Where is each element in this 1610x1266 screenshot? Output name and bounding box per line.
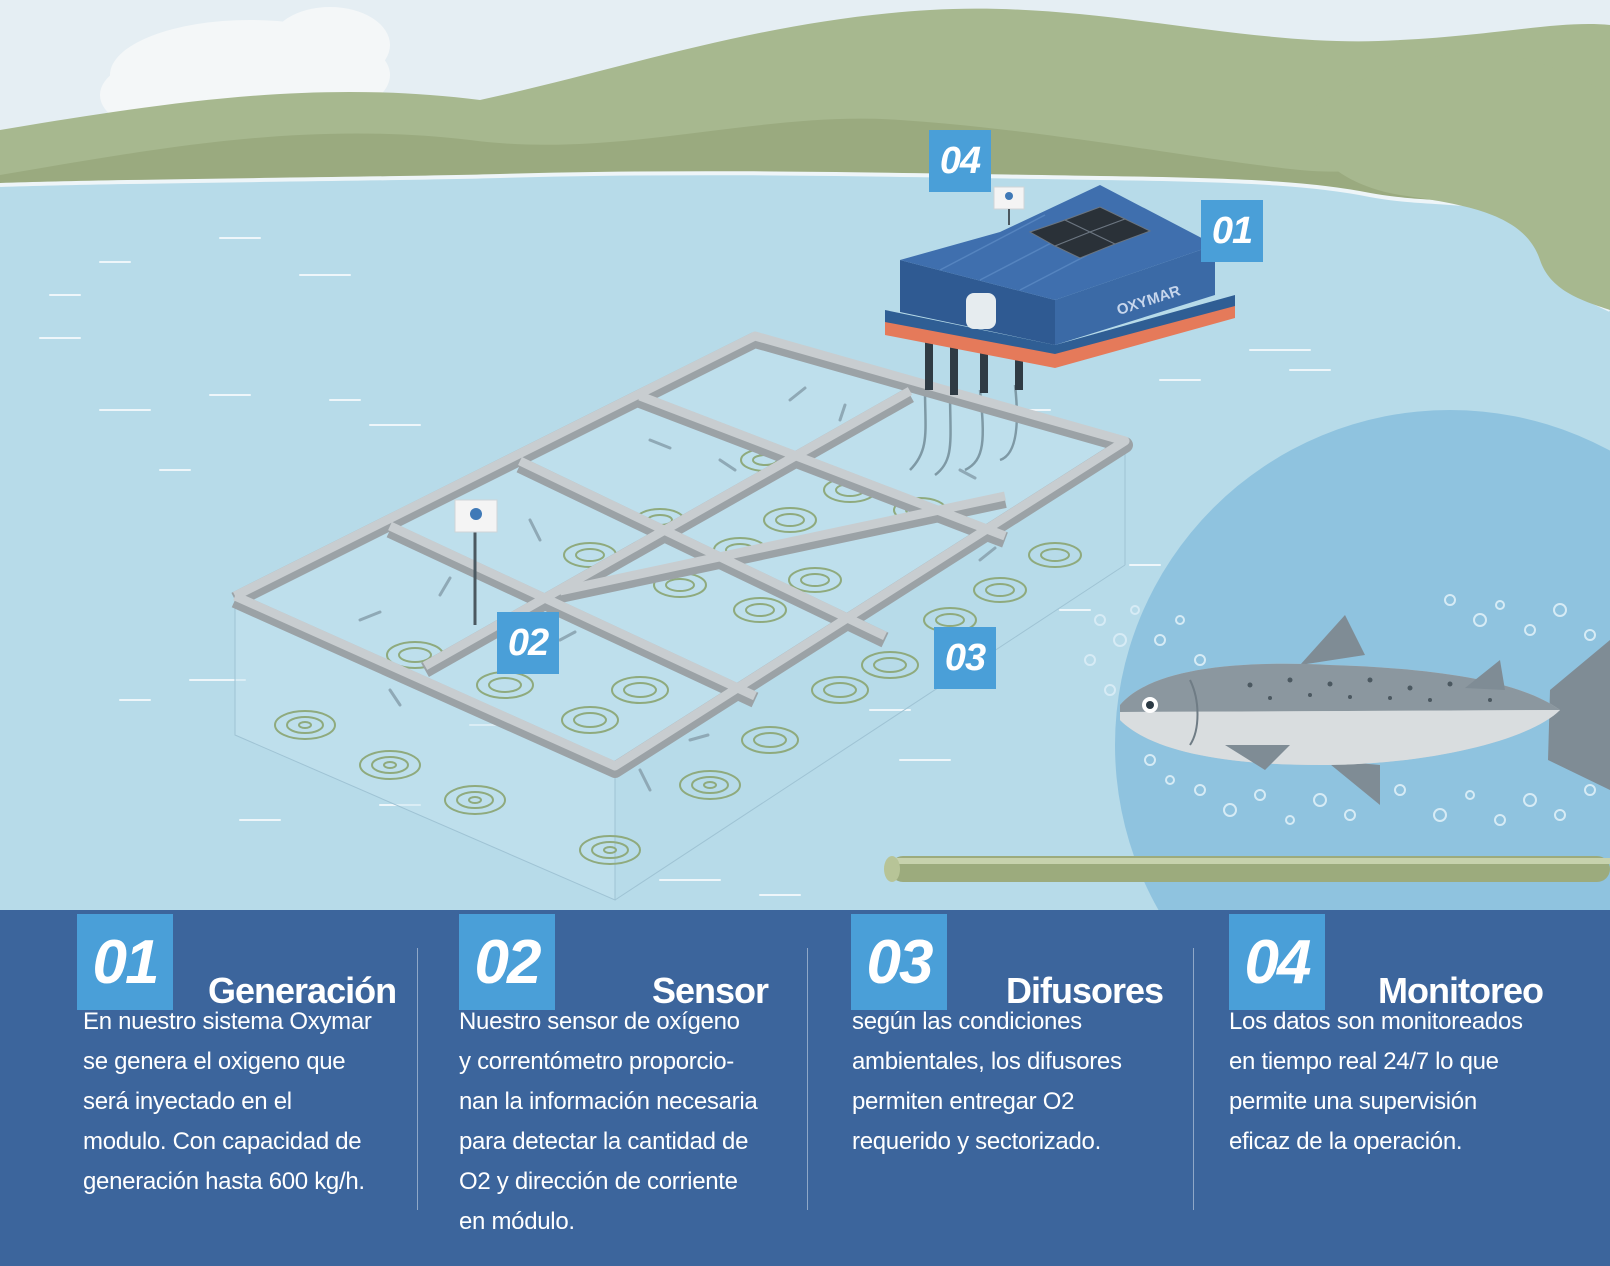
solar-panels bbox=[1028, 206, 1152, 259]
step-description: En nuestro sistema Oxymar se genera el o… bbox=[83, 1008, 372, 1195]
step-title: Monitoreo bbox=[1378, 970, 1544, 1011]
step-description: según las condiciones ambientales, los d… bbox=[852, 1008, 1122, 1155]
step-number: 04 bbox=[1229, 914, 1325, 1010]
step-description: Los datos son monitoreados en tiempo rea… bbox=[1229, 1008, 1523, 1155]
step-monitoreo: 04 Monitoreo Los datos son monitoreados … bbox=[1194, 910, 1610, 1266]
callout-01: 01 bbox=[1201, 200, 1263, 262]
step-description: Nuestro sensor de oxígeno y correntómetr… bbox=[459, 1008, 758, 1235]
sensor bbox=[454, 499, 498, 625]
step-number: 03 bbox=[851, 914, 947, 1010]
callout-03: 03 bbox=[934, 627, 996, 689]
step-title: Generación bbox=[208, 970, 397, 1011]
oxygen-zone bbox=[1115, 410, 1610, 920]
divider bbox=[1193, 948, 1194, 1210]
oxymar-building: OXYMAR bbox=[885, 185, 1235, 395]
divider bbox=[417, 948, 418, 1210]
fish-farm-illustration: OXYMAR bbox=[0, 7, 1610, 920]
headland bbox=[1308, 52, 1610, 310]
step-generacion: 01 Generación En nuestro sistema Oxymar … bbox=[0, 910, 415, 1266]
step-title: Sensor bbox=[652, 970, 769, 1011]
divider bbox=[807, 948, 808, 1210]
step-number: 02 bbox=[459, 914, 555, 1010]
diffusers bbox=[274, 448, 1082, 865]
callout-04: 04 bbox=[929, 130, 991, 192]
step-title: Difusores bbox=[1006, 970, 1164, 1011]
step-sensor: 02 Sensor Nuestro sensor de oxígeno y co… bbox=[418, 910, 806, 1266]
fish-shadows bbox=[358, 386, 997, 792]
callout-02: 02 bbox=[497, 612, 559, 674]
step-number: 01 bbox=[77, 914, 173, 1010]
step-difusores: 03 Difusores según las condiciones ambie… bbox=[808, 910, 1192, 1266]
info-panel: 01 Generación En nuestro sistema Oxymar … bbox=[0, 910, 1610, 1266]
salmon-fish bbox=[1120, 615, 1610, 805]
